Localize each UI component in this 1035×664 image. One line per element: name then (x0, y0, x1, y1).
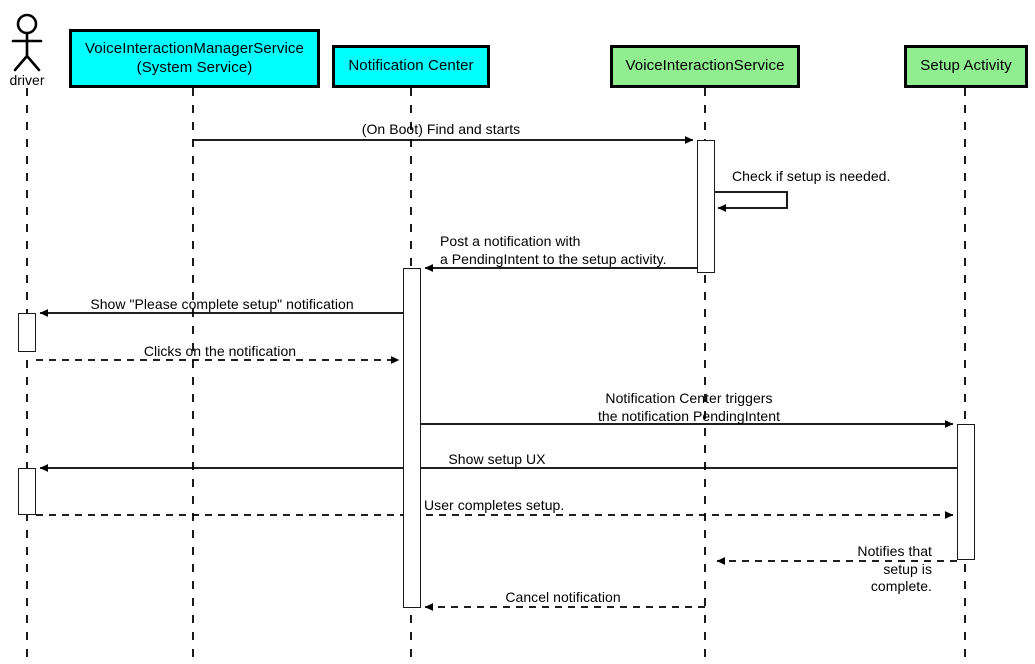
participant-label-vims: VoiceInteractionManagerService (System S… (85, 40, 304, 76)
activation-bar-driver (18, 313, 36, 352)
message-label-m4: Show "Please complete setup" notificatio… (90, 296, 354, 312)
participant-box-setup_activity[interactable]: Setup Activity (904, 45, 1028, 88)
participant-box-notification_center[interactable]: Notification Center (332, 45, 490, 88)
message-label-m8: User completes setup. (424, 497, 565, 513)
activation-bar-driver (18, 468, 36, 515)
message-label-m9: Notifies that setup is complete. (857, 543, 932, 594)
messages-group (36, 136, 957, 611)
message-label-m2: Check if setup is needed. (732, 168, 891, 184)
message-label-m7: Show setup UX (448, 451, 546, 467)
participant-box-vis[interactable]: VoiceInteractionService (610, 45, 800, 88)
message-label-m3: Post a notification with a PendingIntent… (440, 233, 667, 267)
actor-label-driver: driver (9, 72, 45, 88)
actor-driver-figure (11, 13, 43, 72)
message-label-m6: Notification Center triggers the notific… (597, 390, 781, 424)
message-label-m1: (On Boot) Find and starts (361, 121, 521, 137)
activation-bar-setup_activity (957, 424, 975, 560)
message-label-m5: Clicks on the notification (143, 343, 297, 359)
message-arrow-m2 (715, 191, 788, 212)
actor-stick-figure (11, 13, 43, 72)
participant-label-notification_center: Notification Center (348, 57, 474, 75)
message-label-m10: Cancel notification (505, 589, 621, 605)
activation-bar-notification_center (403, 268, 421, 608)
activation-bar-vis (697, 140, 715, 273)
participant-label-vis: VoiceInteractionService (625, 57, 785, 75)
participant-box-vims[interactable]: VoiceInteractionManagerService (System S… (69, 29, 320, 88)
participant-label-setup_activity: Setup Activity (920, 57, 1012, 75)
